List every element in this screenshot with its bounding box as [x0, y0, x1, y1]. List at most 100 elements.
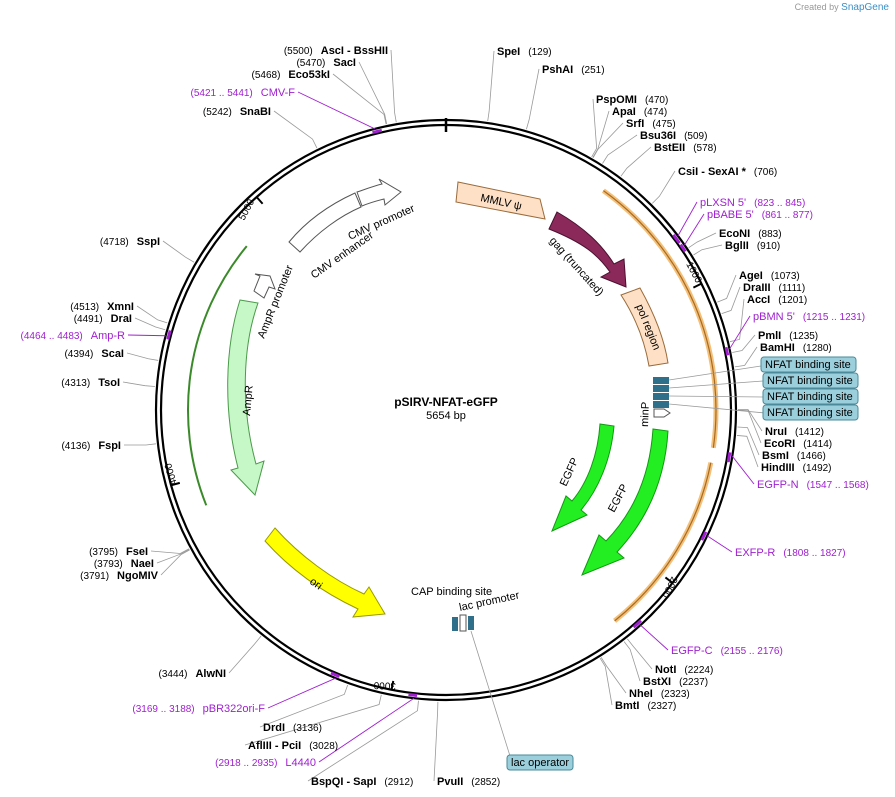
- nfat-label-box-3[interactable]: [762, 388, 859, 405]
- site-name: SnaBI: [240, 106, 271, 118]
- feature-ampr-promoter[interactable]: [253, 273, 276, 299]
- feature-mmlv-psi[interactable]: [455, 181, 546, 220]
- restriction-site-label[interactable]: (3793)NaeI: [94, 558, 154, 570]
- restriction-site-label[interactable]: BamHI(1280): [760, 342, 832, 354]
- primer-mark[interactable]: [330, 671, 341, 678]
- restriction-site-label[interactable]: PspOMI(470): [596, 94, 668, 106]
- feature-egfp-outer[interactable]: [581, 428, 669, 576]
- feature-lac-operator-box[interactable]: [468, 616, 474, 630]
- feature-cmv-enhancer[interactable]: [288, 192, 362, 253]
- primer-mark[interactable]: [679, 243, 687, 253]
- primer-mark[interactable]: [166, 330, 172, 340]
- restriction-site-label[interactable]: (4491)DraI: [74, 313, 132, 325]
- restriction-site-label[interactable]: ApaI(474): [612, 106, 667, 118]
- primer-label[interactable]: (4464 .. 4483)Amp-R: [21, 330, 126, 342]
- restriction-site-label[interactable]: (5500)AscI - BssHII: [284, 45, 388, 57]
- feature-label-egfp-inner: EGFP: [558, 456, 582, 488]
- primer-mark[interactable]: [372, 128, 383, 135]
- primer-label[interactable]: pBMN 5'(1215 .. 1231): [753, 311, 865, 323]
- nfat-site-2[interactable]: [653, 385, 669, 392]
- restriction-site-label[interactable]: NotI(2224): [655, 664, 713, 676]
- feature-lac-promoter[interactable]: [459, 614, 467, 632]
- site-name: BmtI: [615, 700, 639, 712]
- primer-mark[interactable]: [408, 693, 418, 698]
- primer-label[interactable]: (5421 .. 5441)CMV-F: [191, 87, 296, 99]
- restriction-site-label[interactable]: PvuII(2852): [437, 776, 500, 788]
- feature-minp[interactable]: [653, 408, 671, 418]
- restriction-site-label[interactable]: SpeI(129): [497, 46, 552, 58]
- restriction-site-label[interactable]: BstXI(2237): [643, 676, 708, 688]
- primer-mark[interactable]: [726, 452, 732, 463]
- primer-label[interactable]: EGFP-N(1547 .. 1568): [757, 479, 869, 491]
- site-name: BstXI: [643, 676, 671, 688]
- primer-range: (823 .. 845): [754, 198, 805, 209]
- feature-gag[interactable]: [548, 211, 627, 288]
- restriction-site-label[interactable]: (3444)AlwNI: [159, 668, 226, 680]
- feature-egfp-inner[interactable]: [551, 423, 615, 532]
- nfat-site-1[interactable]: [653, 377, 669, 384]
- restriction-site-label[interactable]: BspQI - SapI(2912): [311, 776, 413, 788]
- restriction-site-label[interactable]: BstEII(578): [654, 142, 717, 154]
- restriction-site-label[interactable]: NruI(1412): [765, 426, 824, 438]
- nfat-label-box-1[interactable]: [760, 356, 857, 373]
- nfat-label-box-4[interactable]: [762, 404, 859, 421]
- primer-mark[interactable]: [700, 531, 708, 541]
- restriction-site-label[interactable]: AgeI(1073): [739, 270, 800, 282]
- primer-leader: [677, 201, 698, 237]
- restriction-site-label[interactable]: PmlI(1235): [758, 330, 818, 342]
- nfat-site-3[interactable]: [653, 393, 669, 400]
- feature-cmv-promoter[interactable]: [356, 178, 402, 207]
- primer-label[interactable]: pBABE 5'(861 .. 877): [707, 209, 813, 221]
- restriction-site-label[interactable]: (3791)NgoMIV: [80, 570, 159, 582]
- lac-operator-box[interactable]: [506, 754, 574, 771]
- feature-ori[interactable]: [264, 527, 386, 618]
- restriction-site-label[interactable]: HindIII(1492): [761, 462, 832, 474]
- primer-range: (861 .. 877): [762, 210, 813, 221]
- site-leader: [737, 409, 763, 432]
- restriction-site-label[interactable]: (3795)FseI: [89, 546, 148, 558]
- restriction-site-label[interactable]: (5242)SnaBI: [203, 106, 271, 118]
- restriction-site-label[interactable]: NheI(2323): [629, 688, 690, 700]
- site-leader: [732, 334, 756, 353]
- primer-mark[interactable]: [632, 619, 642, 629]
- primer-label[interactable]: EGFP-C(2155 .. 2176): [671, 645, 783, 657]
- restriction-site-label[interactable]: AflIII - PciI(3028): [248, 740, 338, 752]
- restriction-site-label[interactable]: CsiI - SexAI *(706): [678, 166, 777, 178]
- restriction-site-label[interactable]: DrdI(3136): [263, 722, 322, 734]
- restriction-site-label[interactable]: (4313)TsoI: [61, 377, 120, 389]
- restriction-site-label[interactable]: EcoNI(883): [719, 228, 782, 240]
- site-name: NgoMIV: [117, 570, 159, 582]
- site-name: DrdI: [263, 722, 285, 734]
- restriction-site-label[interactable]: BsmI(1466): [762, 450, 826, 462]
- primer-label[interactable]: (2918 .. 2935)L4440: [215, 757, 316, 769]
- nfat-label-4: NFAT binding site: [767, 407, 853, 419]
- nfat-label-box-2[interactable]: [762, 372, 859, 389]
- primer-leader: [729, 315, 751, 350]
- feature-pol-region[interactable]: [620, 287, 669, 367]
- feature-ampr[interactable]: [227, 299, 265, 496]
- restriction-site-label[interactable]: SrfI(475): [626, 118, 676, 130]
- primer-mark[interactable]: [672, 234, 681, 244]
- restriction-site-label[interactable]: EcoRI(1414): [764, 438, 832, 450]
- restriction-site-label[interactable]: BmtI(2327): [615, 700, 676, 712]
- restriction-site-label[interactable]: (5470)SacI: [296, 57, 356, 69]
- restriction-site-label[interactable]: (4513)XmnI: [70, 301, 134, 313]
- primer-mark[interactable]: [724, 346, 730, 356]
- primer-label[interactable]: EXFP-R(1808 .. 1827): [735, 547, 846, 559]
- restriction-site-label[interactable]: PshAI(251): [542, 64, 605, 76]
- site-position: (251): [581, 65, 604, 76]
- feature-cap-binding-site[interactable]: [452, 617, 458, 631]
- primer-label[interactable]: pLXSN 5'(823 .. 845): [700, 197, 805, 209]
- nfat-site-4[interactable]: [653, 401, 669, 408]
- restriction-site-label[interactable]: DraIII(1111): [743, 282, 805, 294]
- site-leader: [591, 98, 598, 158]
- restriction-site-label[interactable]: (4136)FspI: [61, 440, 121, 452]
- restriction-site-label[interactable]: BglII(910): [725, 240, 780, 252]
- restriction-site-label[interactable]: (5468)Eco53kI: [252, 69, 331, 81]
- restriction-site-label[interactable]: Bsu36I(509): [640, 130, 707, 142]
- restriction-site-label[interactable]: AccI(1201): [747, 294, 807, 306]
- restriction-site-label[interactable]: (4718)SspI: [100, 236, 160, 248]
- site-name: PmlI: [758, 330, 781, 342]
- primer-label[interactable]: (3169 .. 3188)pBR322ori-F: [132, 703, 265, 715]
- restriction-site-label[interactable]: (4394)ScaI: [64, 348, 124, 360]
